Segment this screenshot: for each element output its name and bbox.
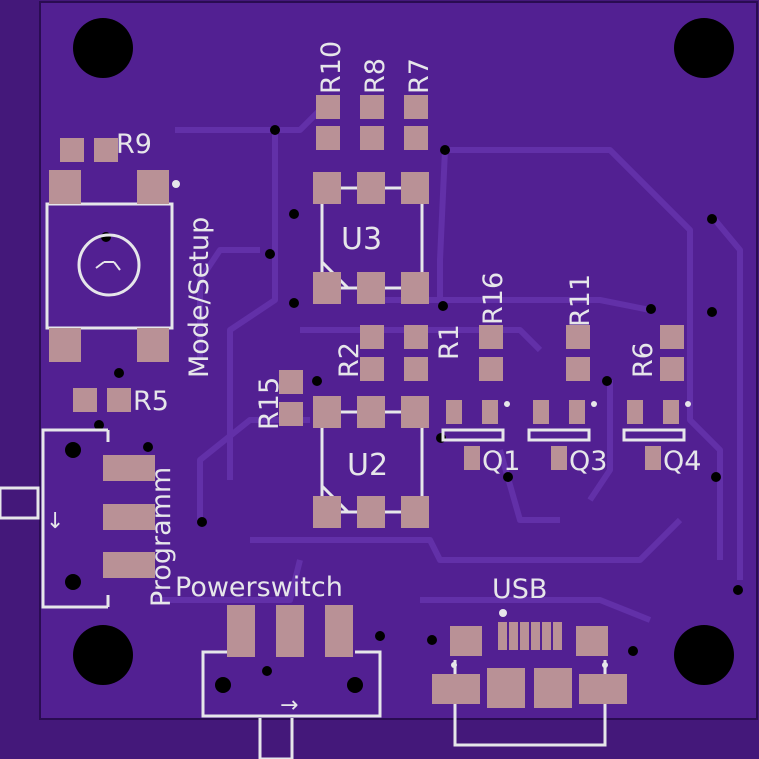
label-q1: Q1: [482, 446, 520, 477]
programm-connector-outline: [41, 428, 108, 609]
label-programm: Programm: [146, 467, 177, 607]
label-r11: R11: [565, 274, 596, 327]
label-r6: R6: [628, 342, 659, 378]
polarity-dots: [172, 180, 691, 668]
label-usb: USB: [492, 574, 547, 605]
label-r2: R2: [334, 342, 365, 378]
mounting-hole-bottom-right: [674, 625, 734, 685]
label-u2: U2: [347, 448, 388, 483]
label-r16: R16: [478, 272, 509, 325]
q3-outline: [527, 428, 591, 442]
label-q4: Q4: [663, 446, 701, 477]
label-r5: R5: [133, 386, 169, 417]
label-u3: U3: [341, 222, 382, 257]
powerswitch-outline: [201, 650, 382, 718]
vias: [65, 125, 743, 693]
label-r9: R9: [116, 129, 152, 160]
label-q3: Q3: [569, 446, 607, 477]
mode-switch-outline: [45, 202, 174, 330]
arrow-down-icon: ↓: [46, 509, 64, 534]
arrow-right-icon: →: [280, 693, 298, 718]
label-r10: R10: [316, 41, 347, 94]
mounting-holes: [73, 18, 734, 685]
pads: [49, 95, 684, 708]
q4-outline: [622, 428, 686, 442]
label-powerswitch: Powerswitch: [175, 572, 343, 603]
mounting-hole-top-right: [674, 18, 734, 78]
programm-connector-tab: [0, 486, 40, 520]
mode-switch-circle: [77, 233, 141, 297]
label-r7: R7: [404, 58, 435, 94]
label-mode-setup: Mode/Setup: [184, 217, 215, 378]
label-r8: R8: [360, 58, 391, 94]
mounting-hole-top-left: [73, 18, 133, 78]
mounting-hole-bottom-left: [73, 625, 133, 685]
q1-outline: [441, 428, 505, 442]
label-r15: R15: [254, 377, 285, 430]
label-r1: R1: [434, 324, 465, 360]
